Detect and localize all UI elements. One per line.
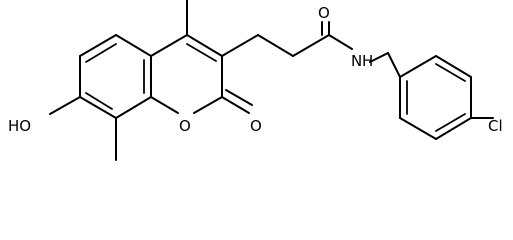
bond [387,52,401,78]
double-bond-inner [186,43,217,62]
benzopyranone-benzene-ring [79,34,152,119]
bond [328,34,353,50]
double-bond-inner [85,43,117,63]
bond [257,34,294,57]
bond [399,55,437,78]
lactone-carbonyl [221,89,253,114]
bond [435,117,472,140]
chlorine-label: Cl [488,117,503,135]
bond [186,34,223,57]
atom-labels: HO O O O N H Cl [8,4,503,135]
pyranone-ring [150,34,223,114]
amide-hydrogen-label: H [362,52,373,70]
amide-oxygen-label: O [318,4,330,22]
bond [150,96,179,114]
hydroxyl-label: HO [8,117,31,135]
bond [221,34,259,57]
lactone-oxygen-label: O [250,117,262,135]
double-bond-inner [435,113,466,132]
bond [292,34,330,57]
bond [115,96,152,119]
bond [79,34,117,57]
bond [115,34,152,57]
bond [150,34,188,57]
chlorophenyl-ring [387,52,494,140]
bond [79,96,117,119]
molecule-structure-diagram: HO O O O N H Cl [8,0,503,161]
bond [435,55,472,78]
bond [225,89,253,106]
propanamide-chain [221,21,389,63]
bond [221,96,250,114]
bond [193,96,223,114]
ring-oxygen-label: O [179,117,191,135]
double-bond-inner [85,92,113,110]
double-bond-inner [435,63,466,82]
bond [369,52,389,63]
hydroxyl-bond [49,96,81,115]
bond [399,117,437,140]
amide-nitrogen-label: N [351,52,362,70]
